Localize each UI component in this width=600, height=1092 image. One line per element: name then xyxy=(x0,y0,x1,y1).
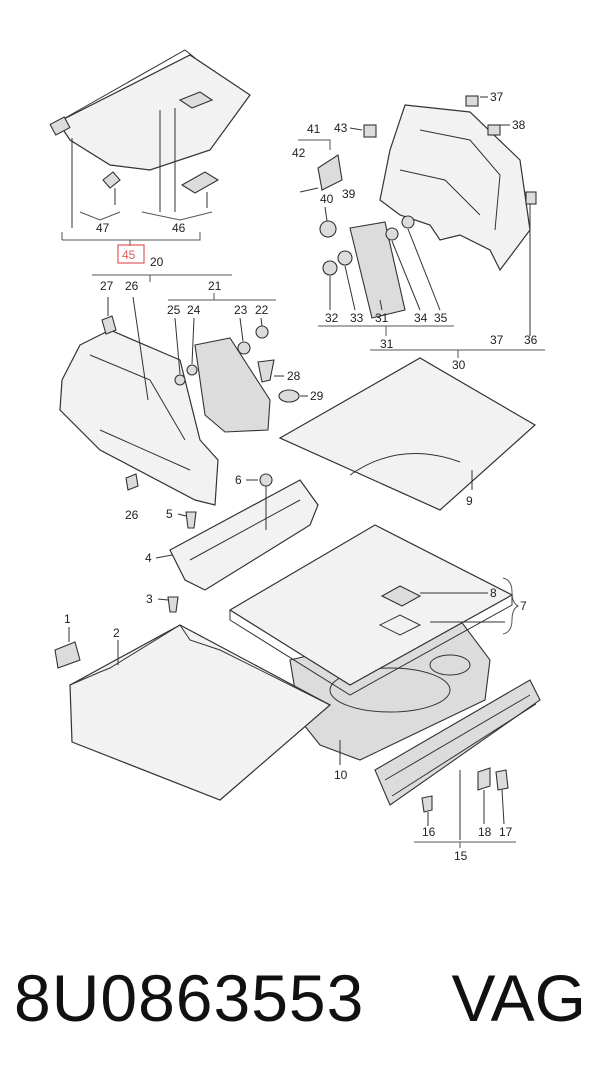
callout-43: 43 xyxy=(334,121,348,135)
callout-41: 41 xyxy=(307,122,321,136)
callout-35: 35 xyxy=(434,311,448,325)
callout-26b: 26 xyxy=(125,508,139,522)
callout-38: 38 xyxy=(512,118,526,132)
callout-34: 34 xyxy=(414,311,428,325)
callout-31b: 31 xyxy=(380,337,394,351)
callout-2: 2 xyxy=(113,626,120,640)
callout-6: 6 xyxy=(235,473,242,487)
callout-20: 20 xyxy=(150,255,164,269)
part-number: 8U0863553 xyxy=(14,961,365,1035)
callout-9: 9 xyxy=(466,494,473,508)
callout-10: 10 xyxy=(334,768,348,782)
callout-29: 29 xyxy=(310,389,324,403)
callout-1: 1 xyxy=(64,612,71,626)
callout-25: 25 xyxy=(167,303,181,317)
callout-27: 27 xyxy=(100,279,114,293)
callout-42: 42 xyxy=(292,146,306,160)
callout-37a: 37 xyxy=(490,90,504,104)
callout-23: 23 xyxy=(234,303,248,317)
callout-5: 5 xyxy=(166,507,173,521)
brand-label: VAG xyxy=(451,961,586,1035)
callout-31: 31 xyxy=(375,311,389,325)
callout-30: 30 xyxy=(452,358,466,372)
callout-45: 45 xyxy=(122,248,136,262)
callout-15: 15 xyxy=(454,849,468,863)
callout-21: 21 xyxy=(208,279,222,293)
cross-member-trim xyxy=(169,473,319,591)
left-side-trim xyxy=(59,315,300,506)
callout-33: 33 xyxy=(350,311,364,325)
callout-47: 47 xyxy=(96,221,110,235)
parts-diagram: 47 46 45 37 38 43 41 42 39 40 32 33 31 3… xyxy=(49,49,545,863)
callout-32: 32 xyxy=(325,311,339,325)
callout-17: 17 xyxy=(499,825,513,839)
footer: 8U0863553 VAG xyxy=(0,960,600,1050)
callout-4: 4 xyxy=(145,551,152,565)
callout-3: 3 xyxy=(146,592,153,606)
callout-28: 28 xyxy=(287,369,301,383)
callout-40: 40 xyxy=(320,192,334,206)
callout-37b: 37 xyxy=(490,333,504,347)
callout-8: 8 xyxy=(490,586,497,600)
callout-24: 24 xyxy=(187,303,201,317)
floor-mat xyxy=(278,357,537,511)
callout-45-highlight xyxy=(117,244,145,264)
floor-covering xyxy=(54,596,332,801)
callout-22: 22 xyxy=(255,303,269,317)
loading-sill-trim xyxy=(374,679,541,813)
callout-7: 7 xyxy=(520,599,527,613)
callout-46: 46 xyxy=(172,221,186,235)
luggage-cover-assembly xyxy=(49,49,251,228)
callout-16: 16 xyxy=(422,825,436,839)
callout-39: 39 xyxy=(342,187,356,201)
callout-26a: 26 xyxy=(125,279,139,293)
callout-36: 36 xyxy=(524,333,538,347)
callout-18: 18 xyxy=(478,825,492,839)
right-side-trim xyxy=(299,95,537,319)
